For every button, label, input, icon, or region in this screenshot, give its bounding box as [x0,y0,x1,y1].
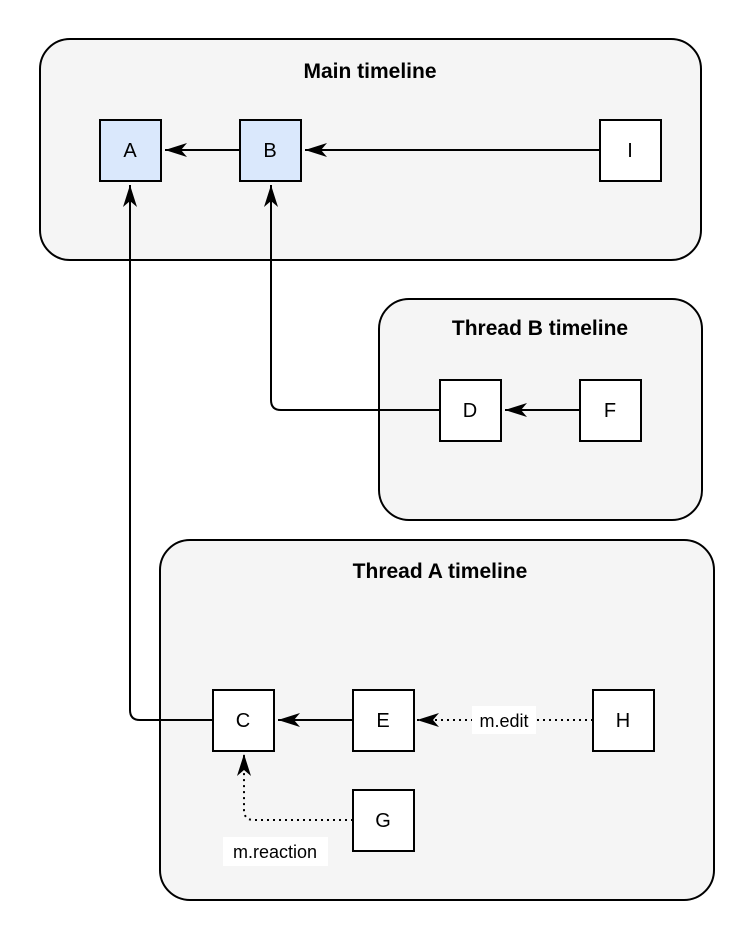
node-h-label: H [616,710,630,732]
node-b: B [239,119,302,182]
container-thread-a-timeline-title: Thread A timeline [353,560,528,583]
node-f-box [579,379,642,442]
node-g-box [352,789,415,852]
container-thread-b-timeline-title: Thread B timeline [452,317,628,340]
edge-label-m-edit-bg [472,706,536,734]
node-i: I [599,119,662,182]
node-i-label: I [627,140,633,162]
node-c-box [212,689,275,752]
edge-d-to-b-arrow [264,185,440,411]
node-d: D [439,379,502,442]
node-i-box [599,119,662,182]
node-f: F [579,379,642,442]
node-a-box [99,119,162,182]
edge-label-m-edit: m.edit [472,706,536,734]
node-h-box [592,689,655,752]
node-a: A [99,119,162,182]
edge-label-m-reaction-bg [223,837,328,866]
edge-label-m-edit-text: m.edit [479,711,528,731]
container-main-timeline-title: Main timeline [303,60,436,83]
node-e-box [352,689,415,752]
node-c: C [212,689,275,752]
node-a-label: A [123,140,137,162]
node-c-label: C [236,710,250,732]
node-b-label: B [263,140,276,162]
node-f-label: F [604,400,616,422]
edge-g-to-c-dotted-arrow [237,754,353,821]
node-h: H [592,689,655,752]
node-g: G [352,789,415,852]
edge-label-m-reaction: m.reaction [223,837,328,866]
node-e: E [352,689,415,752]
edge-c-to-a-arrow [123,185,213,721]
node-b-box [239,119,302,182]
edge-label-m-reaction-text: m.reaction [233,842,317,862]
node-e-label: E [376,710,389,732]
node-d-label: D [463,400,477,422]
node-d-box [439,379,502,442]
node-g-label: G [375,810,391,832]
